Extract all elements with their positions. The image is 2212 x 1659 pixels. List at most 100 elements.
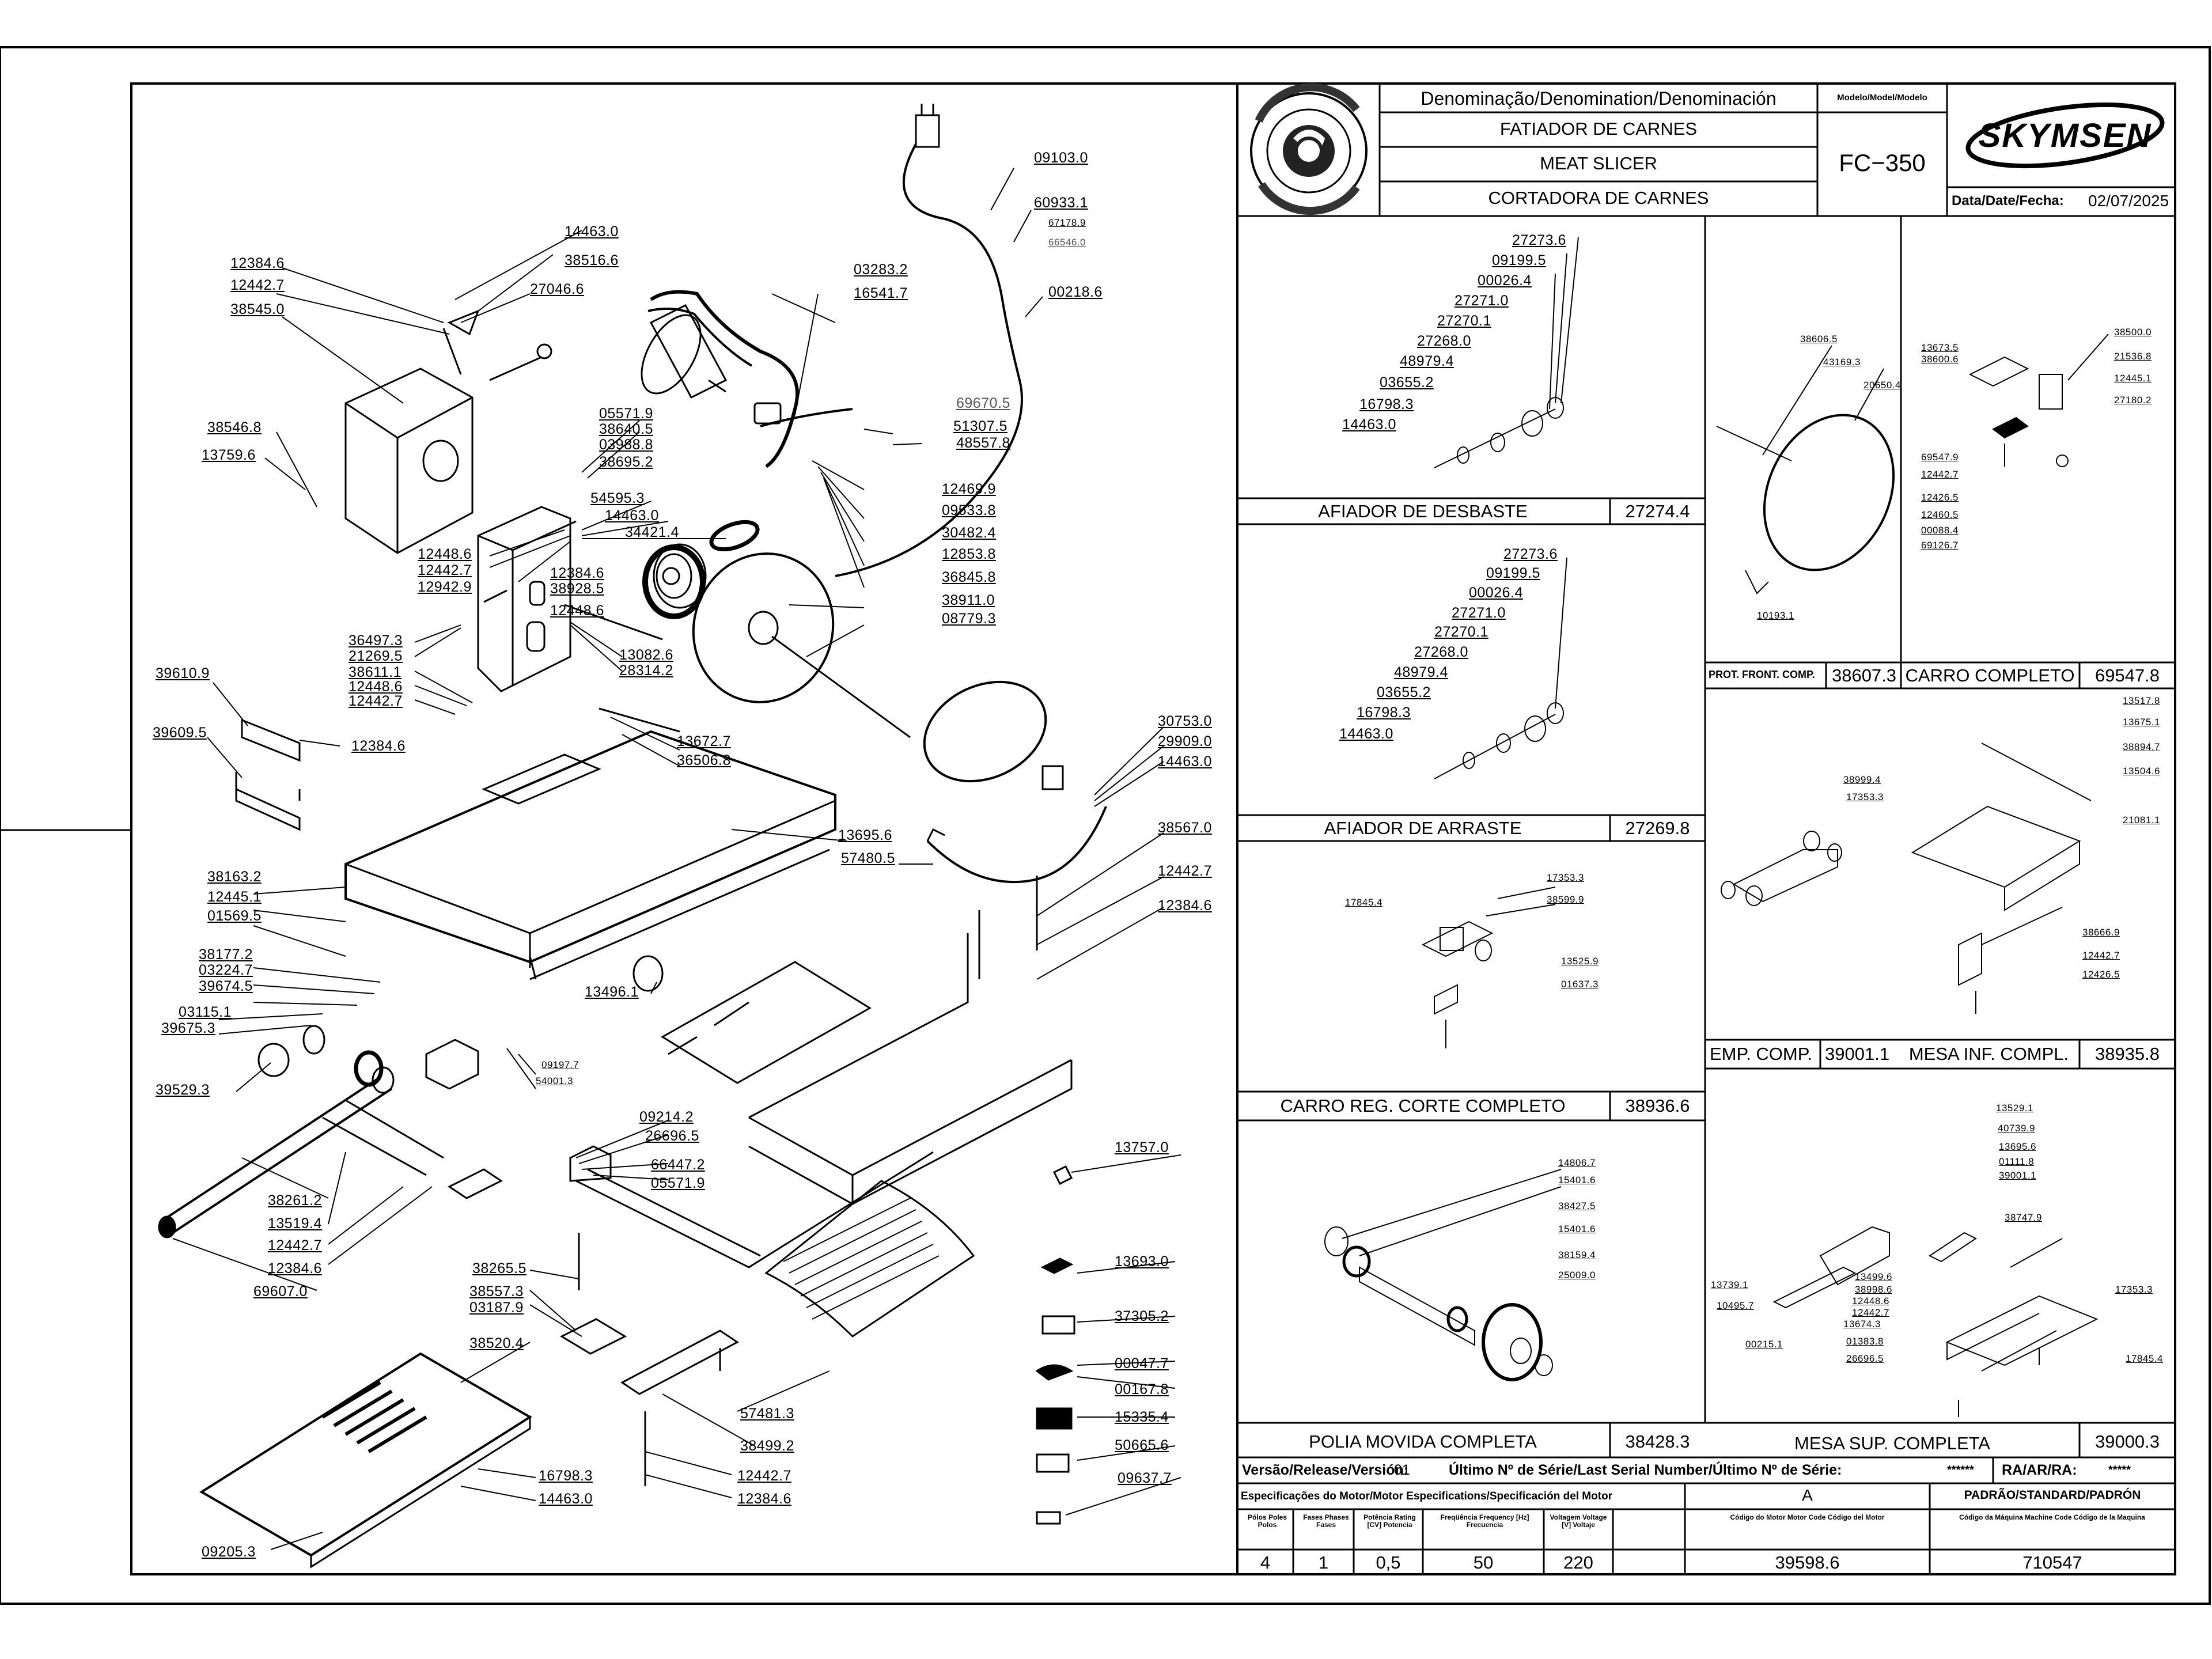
part-label: 54595.3 — [590, 490, 645, 506]
part-label: 54001.3 — [536, 1075, 573, 1086]
part-label: 00218.6 — [1048, 284, 1103, 300]
part-label: 12853.8 — [942, 546, 996, 562]
mesa-inf-part-label: 21081.1 — [2123, 815, 2160, 825]
part-label: 38557.3 — [469, 1283, 524, 1300]
phases-value: 1 — [1318, 1552, 1329, 1573]
standard-letter: A — [1802, 1486, 1813, 1504]
main-exploded-view — [158, 104, 1107, 1569]
part-label: 38911.0 — [942, 592, 995, 608]
carro-completo-part-label: 12460.5 — [1921, 509, 1959, 520]
carro-reg-code: 38936.6 — [1625, 1096, 1690, 1116]
part-label: 00047.7 — [1115, 1355, 1169, 1372]
carro-reg-part-label: 17845.4 — [1345, 897, 1382, 908]
part-label: 12384.6 — [550, 565, 604, 581]
col-phases: Fases Phases Fases — [1303, 1513, 1349, 1529]
part-label: 05571.9 — [651, 1175, 705, 1191]
part-label: 36506.8 — [677, 752, 731, 768]
part-label: 16541.7 — [854, 285, 908, 301]
afiador-arraste-part-label: 27273.6 — [1503, 546, 1558, 562]
mesa-sup-part-label: 00215.1 — [1745, 1339, 1783, 1350]
part-label: 39610.9 — [156, 665, 210, 681]
mesa-inf-part-label: 13517.8 — [2123, 695, 2160, 706]
part-label: 13693.0 — [1115, 1253, 1169, 1270]
polia-code: 38428.3 — [1625, 1431, 1690, 1452]
denomination-heading: Denominação/Denomination/Denominación — [1421, 88, 1777, 109]
mesa-sup-part-label: 17353.3 — [2115, 1284, 2153, 1295]
machine-code-value: 710547 — [2022, 1552, 2082, 1573]
col-machine-code: Código da Máquina Machine Code Código de… — [1959, 1513, 2145, 1521]
polia-part-label: 38427.5 — [1558, 1200, 1596, 1211]
mesa-sup-part-label: 39001.1 — [1999, 1170, 2036, 1181]
release-label: Versão/Release/Versión: — [1242, 1462, 1409, 1478]
part-label: 48557.8 — [956, 435, 1010, 451]
part-label: 03115.1 — [179, 1004, 232, 1020]
emp-comp-part-label: 17353.3 — [1846, 791, 1884, 802]
motor-spec-heading: Especificações do Motor/Motor Especifica… — [1241, 1490, 1613, 1502]
part-label: 14463.0 — [1158, 753, 1212, 770]
part-label: 12442.7 — [737, 1468, 791, 1484]
mesa-inf-part-label: 13504.6 — [2123, 766, 2160, 777]
part-label: 03988.8 — [599, 437, 653, 453]
part-label: 14463.0 — [565, 224, 619, 240]
freq-value: 50 — [1473, 1552, 1494, 1573]
part-label: 67178.9 — [1048, 217, 1086, 228]
prot-front-title: PROT. FRONT. COMP. — [1709, 669, 1815, 680]
part-label: 36497.3 — [349, 632, 403, 649]
part-label: 12442.7 — [268, 1237, 322, 1253]
carro-completo-title: CARRO COMPLETO — [1905, 665, 2075, 685]
mesa-inf-part-label: 38894.7 — [2123, 741, 2160, 752]
carro-reg-part-label: 01637.3 — [1561, 979, 1599, 990]
skymsen-brand-logo: SKYMSEN — [1965, 102, 2165, 169]
mesa-sup-part-label: 10495.7 — [1717, 1300, 1754, 1311]
part-label: 57480.5 — [841, 850, 895, 866]
afiador-desbaste-part-label: 27270.1 — [1437, 313, 1491, 329]
part-label: 09197.7 — [541, 1059, 579, 1070]
carro-completo-part-label: 00088.4 — [1921, 525, 1959, 536]
afiador-desbaste-part-label: 16798.3 — [1359, 396, 1414, 412]
part-label: 14463.0 — [605, 507, 659, 524]
release-value: 01 — [1394, 1462, 1410, 1478]
afiador-arraste-drawing — [1434, 557, 1567, 779]
part-label: 69607.0 — [253, 1283, 308, 1300]
mesa-sup-part-label: 13674.3 — [1843, 1319, 1881, 1330]
part-label: 03283.2 — [854, 262, 908, 278]
afiador-arraste-part-label: 00026.4 — [1469, 585, 1523, 601]
part-label: 00167.8 — [1115, 1381, 1169, 1397]
mesa-sup-part-label: 38998.6 — [1855, 1284, 1892, 1295]
mesa-sup-part-label: 13695.6 — [1999, 1141, 2036, 1152]
afiador-arraste-part-label: 27271.0 — [1452, 605, 1506, 621]
col-poles: Pólos Poles Polos — [1247, 1513, 1287, 1529]
product-name-es: CORTADORA DE CARNES — [1488, 188, 1709, 208]
mesa-inf-part-label: 12442.7 — [2082, 950, 2120, 961]
part-label: 36845.8 — [942, 569, 996, 585]
product-name-pt: FATIADOR DE CARNES — [1499, 119, 1698, 139]
part-label: 12442.7 — [230, 277, 285, 293]
col-volt: Voltagem Voltage [V] Voltaje — [1550, 1513, 1607, 1529]
afiador-arraste-part-label: 27268.0 — [1414, 644, 1468, 660]
mesa-inf-part-label: 13675.1 — [2123, 717, 2160, 728]
part-label: 12448.6 — [418, 546, 472, 562]
part-label: 09533.8 — [942, 502, 996, 518]
serial-value: ****** — [1947, 1464, 1974, 1476]
part-label: 57481.3 — [740, 1406, 794, 1422]
part-label: 38261.2 — [268, 1192, 322, 1209]
part-label: 13496.1 — [585, 984, 639, 1000]
mesa-sup-drawing — [1772, 1226, 2099, 1417]
afiador-arraste-part-label: 48979.4 — [1394, 664, 1448, 680]
mesa-sup-part-label: 13529.1 — [1996, 1103, 2033, 1113]
polia-part-label: 15401.6 — [1558, 1175, 1596, 1185]
part-label: 39675.3 — [161, 1020, 215, 1036]
part-label: 38520.4 — [469, 1335, 524, 1351]
part-label: 13757.0 — [1115, 1139, 1169, 1156]
part-label: 39609.5 — [153, 725, 207, 741]
model-heading: Modelo/Model/Modelo — [1837, 93, 1927, 103]
emp-comp-title: EMP. COMP. — [1710, 1044, 1813, 1064]
afiador-desbaste-part-label: 27271.0 — [1455, 293, 1509, 309]
ra-value: ***** — [2108, 1464, 2131, 1476]
afiador-desbaste-part-label: 27273.6 — [1512, 232, 1566, 248]
part-label: 29909.0 — [1158, 733, 1212, 749]
part-label: 38516.6 — [565, 252, 619, 268]
prot-front-part-label: 43169.3 — [1823, 357, 1861, 368]
prot-front-drawing — [1716, 345, 1895, 594]
part-label: 12448.6 — [550, 603, 604, 619]
